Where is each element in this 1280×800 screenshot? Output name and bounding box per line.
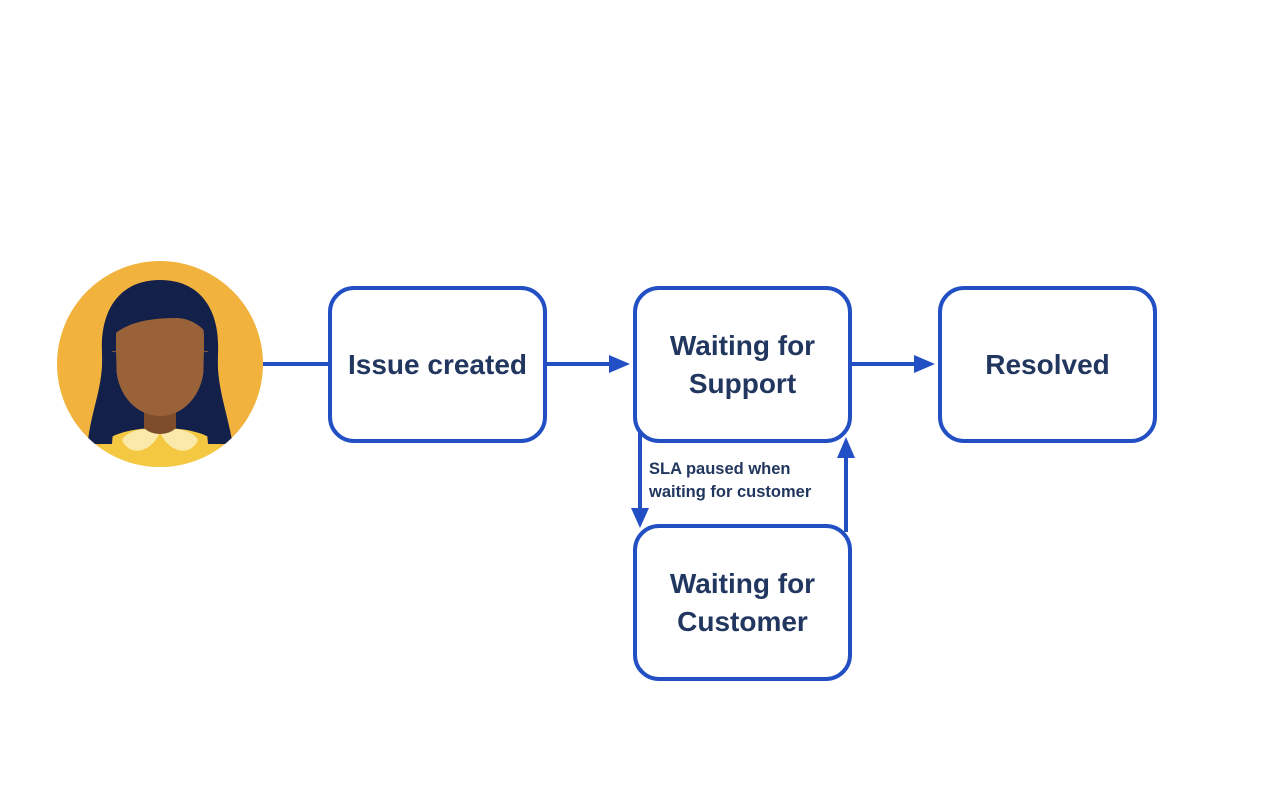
node-waiting-for-support: Waiting for Support bbox=[633, 286, 852, 443]
sla-paused-note: SLA paused when waiting for customer bbox=[649, 458, 839, 504]
node-waiting-for-customer: Waiting for Customer bbox=[633, 524, 852, 681]
sla-paused-note-line1: SLA paused when bbox=[649, 460, 791, 478]
node-waiting-for-customer-line1: Waiting for bbox=[669, 567, 816, 599]
node-issue-created: Issue created bbox=[328, 286, 547, 443]
node-issue-created-label: Issue created bbox=[348, 348, 527, 380]
node-waiting-for-customer-line2: Customer bbox=[677, 605, 808, 637]
node-waiting-for-support-line1: Waiting for bbox=[669, 329, 816, 361]
arrow-issue-to-support bbox=[547, 355, 630, 373]
node-waiting-for-support-line2: Support bbox=[688, 367, 797, 399]
node-resolved-label: Resolved bbox=[985, 348, 1110, 380]
arrow-support-to-customer bbox=[631, 430, 649, 528]
arrow-support-to-resolved bbox=[852, 355, 935, 373]
sla-paused-note-line2: waiting for customer bbox=[649, 483, 812, 501]
node-resolved: Resolved bbox=[938, 286, 1157, 443]
arrow-customer-to-support bbox=[837, 437, 855, 532]
customer-avatar-icon bbox=[57, 261, 263, 467]
node-waiting-for-support-label: Waiting for Support bbox=[670, 327, 815, 403]
node-waiting-for-customer-label: Waiting for Customer bbox=[670, 565, 815, 641]
